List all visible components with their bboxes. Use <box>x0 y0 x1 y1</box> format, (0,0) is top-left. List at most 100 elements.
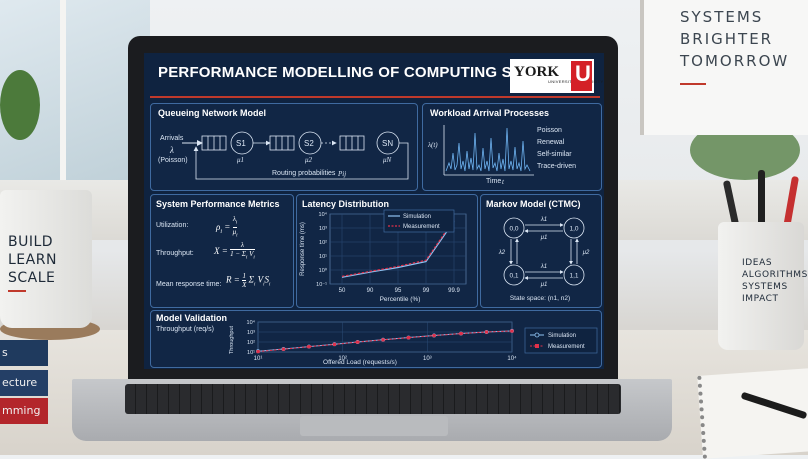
workload-panel <box>422 103 602 191</box>
validation-legend-sim: Simulation <box>548 333 576 339</box>
pen-cup-line-3: SYSTEMS <box>742 282 788 292</box>
validation-point-measurement <box>355 340 360 344</box>
queueing-title: Queueing Network Model <box>158 108 267 118</box>
validation-series-measurement <box>257 330 513 353</box>
workload-xvar: t <box>502 178 504 186</box>
validation-ytick: 10² <box>247 340 255 346</box>
validation-ytick: 10¹ <box>247 350 255 356</box>
mug-line-1: BUILD <box>8 234 54 250</box>
keyboard[interactable] <box>125 384 621 414</box>
workload-plot <box>443 125 534 176</box>
service-rate-1: μ1 <box>237 156 245 164</box>
validation-point-measurement <box>484 330 489 334</box>
state-00 <box>503 217 525 239</box>
logo-mark-letter: U <box>575 61 591 86</box>
validation-point-measurement <box>432 333 436 338</box>
book-1: s <box>0 340 48 366</box>
state-space-label: State space: (n1, n2) <box>510 295 570 302</box>
station-s1: S1 <box>236 139 246 148</box>
rate-bottom-back: μ1 <box>540 282 548 288</box>
poisson-label: (Poisson) <box>158 157 188 164</box>
validation-xtick: 10² <box>338 356 347 362</box>
workload-xlabel: Time <box>486 178 502 185</box>
station-sn: SN <box>382 139 394 148</box>
validation-ylabel-side: Throughput <box>229 325 235 354</box>
book-stack: s ecture mming <box>0 340 50 430</box>
latency-xtick: 90 <box>367 288 374 294</box>
workload-type-poisson: Poisson <box>537 127 562 134</box>
validation-legend-meas: Measurement <box>548 344 585 350</box>
validation-ytick: 10⁴ <box>247 319 256 326</box>
validation-point-measurement <box>510 329 514 333</box>
state-11 <box>563 264 585 286</box>
pen-cup <box>718 222 804 350</box>
station-s2: S2 <box>304 139 314 148</box>
validation-ylabel-top: Throughput (req/s) <box>156 326 214 333</box>
markov-diagram: 0,0 1,0 0,1 1,1 λ1 μ1 λ2 μ2 λ1 μ1 State … <box>498 217 590 302</box>
mug-line-3: SCALE <box>8 270 56 286</box>
validation-legend-sim-marker <box>534 332 540 338</box>
rate-top-back: μ1 <box>540 235 548 241</box>
title-rule <box>150 96 600 98</box>
slide-title: PERFORMANCE MODELLING OF COMPUTING SYSTE… <box>158 64 575 81</box>
validation-point-measurement <box>381 338 385 342</box>
service-rate-n: μN <box>383 156 392 164</box>
whiteboard-line-2: BRIGHTER <box>680 30 774 48</box>
latency-series-simulation <box>341 220 455 278</box>
latency-xtick: 99.9 <box>448 288 460 294</box>
latency-ytick: 10⁰ <box>319 267 328 274</box>
validation-point-measurement <box>281 347 286 351</box>
whiteboard <box>640 0 808 135</box>
latency-ytick: 10² <box>319 240 327 246</box>
validation-point-measurement <box>332 342 337 346</box>
pen-2 <box>758 170 765 240</box>
utilization-label: Utilization: <box>156 222 189 229</box>
rate-top-forward: λ1 <box>540 217 547 223</box>
latency-title: Latency Distribution <box>302 199 390 209</box>
state-01-label: 0,1 <box>509 273 518 280</box>
latency-xtick: 99 <box>423 288 430 294</box>
routing-symbol: Pij <box>338 170 347 178</box>
queueing-diagram <box>182 131 409 180</box>
logo-wordmark: YORK <box>514 64 559 80</box>
latency-legend-meas: Measurement <box>403 224 440 230</box>
latency-ytick: 10³ <box>319 226 327 232</box>
pen-cup-line-2: ALGORITHMS <box>742 270 808 280</box>
metrics-title: System Performance Metrics <box>156 199 280 209</box>
state-10 <box>563 217 585 239</box>
throughput-label: Throughput: <box>156 250 194 257</box>
state-11-label: 1,1 <box>569 273 578 280</box>
validation-point-measurement <box>459 332 463 336</box>
mug-dash <box>8 290 26 292</box>
validation-xlabel: Offered Load (requests/s) <box>323 359 397 366</box>
validation-xtick: 10³ <box>423 356 432 362</box>
book-3: mming <box>0 398 48 424</box>
validation-legend-box <box>524 327 598 354</box>
state-01 <box>503 264 525 286</box>
book-2: ecture <box>0 370 48 396</box>
latency-legend-box <box>383 209 455 233</box>
service-rate-2: μ2 <box>305 156 313 164</box>
latency-legend-sim: Simulation <box>403 214 431 220</box>
latency-xlabel: Percentile (%) <box>380 296 421 303</box>
markov-panel <box>480 194 602 308</box>
validation-title: Model Validation <box>156 313 228 323</box>
whiteboard-line-3: TOMORROW <box>680 52 790 70</box>
metrics-panel <box>150 194 294 308</box>
state-00-label: 0,0 <box>509 226 518 233</box>
latency-ylabel: Response time (ms) <box>300 222 306 276</box>
trackpad[interactable] <box>300 416 448 436</box>
pen-cup-line-4: IMPACT <box>742 294 779 304</box>
window-frame <box>60 0 66 180</box>
latency-xtick: 95 <box>395 288 402 294</box>
state-10-label: 1,0 <box>569 226 578 233</box>
workload-type-renewal: Renewal <box>537 139 565 146</box>
validation-xtick: 10⁴ <box>507 355 517 362</box>
validation-point-measurement <box>406 336 411 340</box>
validation-ytick: 10³ <box>247 330 255 336</box>
logo-mark <box>571 61 592 91</box>
workload-type-trace-driven: Trace-driven <box>537 163 577 170</box>
